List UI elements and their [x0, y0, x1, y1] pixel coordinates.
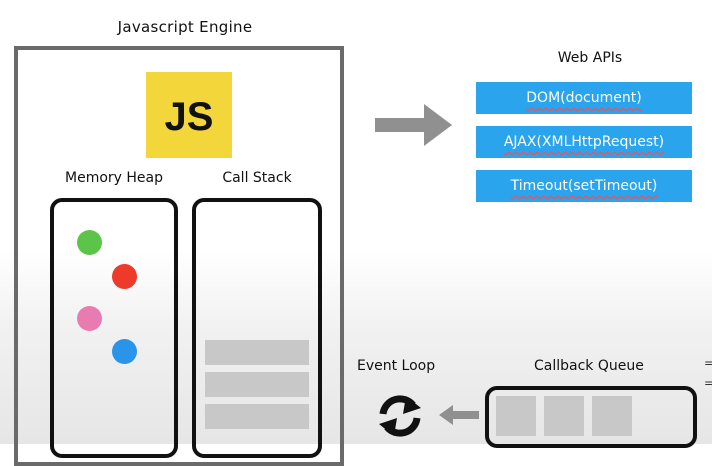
event-loop-label: Event Loop: [357, 358, 436, 374]
memory-heap: [50, 198, 178, 458]
arrow-right-icon: [375, 104, 452, 146]
edge-fragment: =: [704, 376, 712, 390]
web-api-timeout: Timeout(setTimeout): [476, 170, 692, 202]
arrow-left-icon: [439, 405, 479, 425]
call-stack-label: Call Stack: [222, 170, 292, 186]
heap-object: [77, 306, 102, 331]
heap-object: [112, 264, 137, 289]
queue-slot: [496, 396, 536, 436]
edge-fragment: =: [704, 356, 712, 370]
web-apis-title: Web APIs: [557, 50, 623, 66]
event-loop-icon: [379, 395, 421, 437]
heap-object: [77, 230, 102, 255]
memory-heap-label: Memory Heap: [65, 170, 163, 186]
stack-frame: [205, 404, 309, 429]
web-api-timeout-label: Timeout(setTimeout): [510, 178, 658, 194]
queue-slot: [592, 396, 632, 436]
callback-queue-label: Callback Queue: [534, 358, 644, 374]
js-logo: JS: [146, 72, 232, 158]
stack-frame: [205, 372, 309, 397]
stack-frame: [205, 340, 309, 365]
js-logo-text: JS: [164, 95, 214, 139]
web-api-dom: DOM(document): [476, 82, 692, 114]
web-api-ajax: AJAX(XMLHttpRequest): [476, 126, 692, 158]
web-api-dom-label: DOM(document): [526, 90, 642, 106]
engine-title: Javascript Engine: [117, 18, 253, 36]
web-api-ajax-label: AJAX(XMLHttpRequest): [503, 134, 665, 150]
queue-slot: [544, 396, 584, 436]
heap-object: [112, 339, 137, 364]
